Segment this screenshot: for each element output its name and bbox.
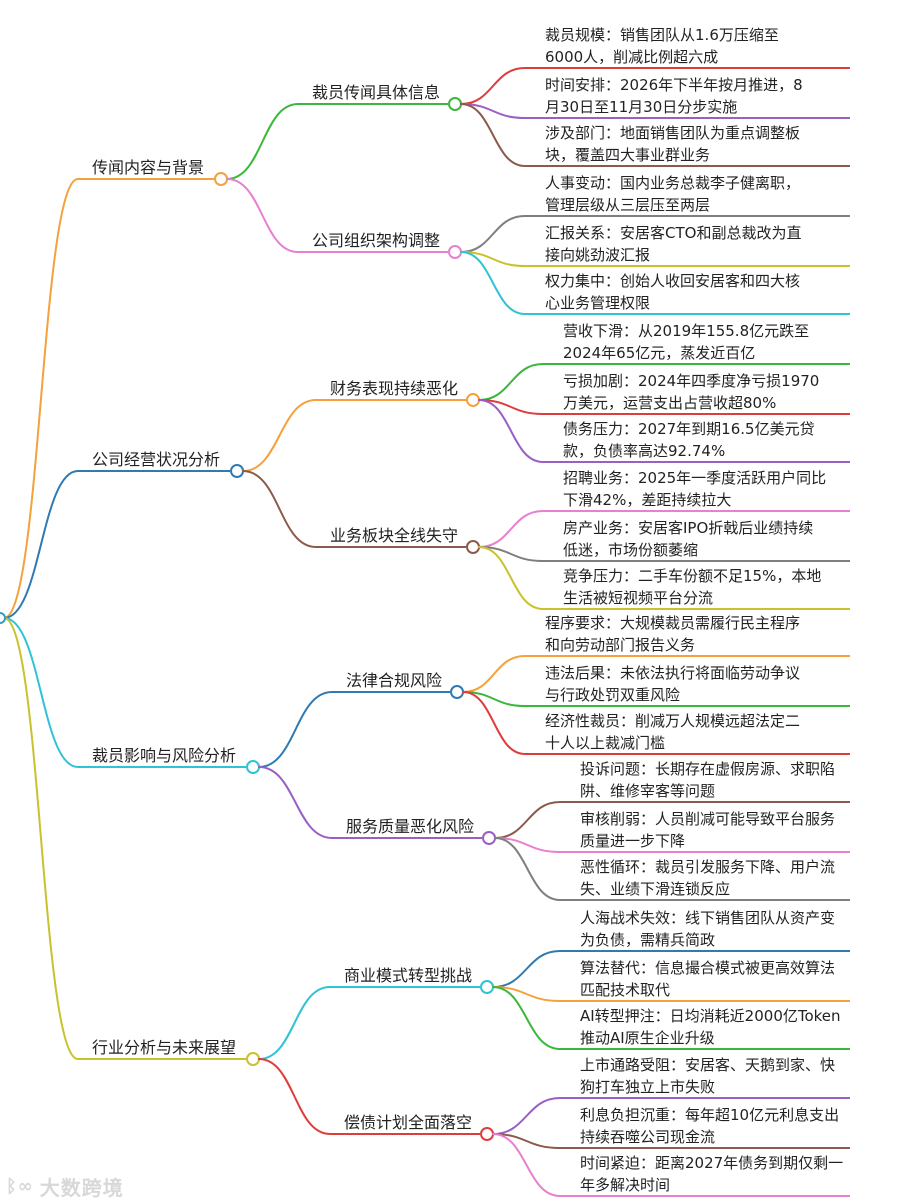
leaf-text-line2: 推动AI原生企业升级 xyxy=(580,1029,715,1047)
sub-branch-label: 业务板块全线失守 xyxy=(330,526,458,545)
sub-branch-node-toggle[interactable] xyxy=(480,980,495,994)
leaf-text-line2: 2024年65亿元，蒸发近百亿 xyxy=(563,344,755,362)
leaf-text-line1: 时间紧迫：距离2027年债务到期仅剩一 xyxy=(580,1154,843,1172)
leaf-text-line2: 失、业绩下滑连锁反应 xyxy=(580,880,730,898)
leaf-text-line1: 竞争压力：二手车份额不足15%，本地 xyxy=(563,567,821,585)
leaf-text-line1: 时间安排：2026年下半年按月推进，8 xyxy=(545,76,803,94)
leaf-text-line2: 与行政处罚双重风险 xyxy=(545,686,680,704)
leaf-text-line1: 利息负担沉重：每年超10亿元利息支出 xyxy=(580,1106,839,1124)
sub-branch-label: 财务表现持续恶化 xyxy=(330,379,458,398)
sub-branch-label: 裁员传闻具体信息 xyxy=(312,83,440,102)
root-node[interactable] xyxy=(0,612,6,624)
leaf-text-line1: 汇报关系：安居客CTO和副总裁改为直 xyxy=(545,224,801,242)
leaf-text-line1: 程序要求：大规模裁员需履行民主程序 xyxy=(545,614,800,632)
leaf-text-line1: 违法后果：未依法执行将面临劳动争议 xyxy=(545,664,800,682)
watermark-text: 大数跨境 xyxy=(39,1176,124,1200)
leaf-text-line1: 上市通路受阻：安居客、天鹅到家、快 xyxy=(580,1056,835,1074)
sub-branch-label: 偿债计划全面落空 xyxy=(344,1113,472,1132)
sub-branch-label: 服务质量恶化风险 xyxy=(346,817,474,836)
leaf-text-line1: 招聘业务：2025年一季度活跃用户同比 xyxy=(563,469,826,487)
leaf-text-line2: 和向劳动部门报告义务 xyxy=(545,636,695,654)
leaf-text-line2: 阱、维修宰客等问题 xyxy=(580,782,715,800)
sub-branch-node-toggle[interactable] xyxy=(466,540,481,554)
leaf-text-line2: 持续吞噬公司现金流 xyxy=(580,1128,715,1146)
logo-icon: ᛒ∞ xyxy=(6,1176,34,1197)
leaf-text-line2: 年多解决时间 xyxy=(580,1176,670,1194)
branch-node-toggle[interactable] xyxy=(230,464,245,478)
leaf-text-line2: 块，覆盖四大事业群业务 xyxy=(545,146,710,164)
sub-branch-node-toggle[interactable] xyxy=(450,685,465,699)
leaf-text-line2: 管理层级从三层压至两层 xyxy=(545,196,710,214)
leaf-text-line2: 匹配技术取代 xyxy=(580,981,670,999)
sub-branch-node-toggle[interactable] xyxy=(448,97,463,111)
leaf-text-line1: 亏损加剧：2024年四季度净亏损1970 xyxy=(563,372,819,390)
sub-branch-node-toggle[interactable] xyxy=(448,245,463,259)
branch-label: 行业分析与未来展望 xyxy=(92,1038,236,1057)
leaf-text-line2: 低迷，市场份额萎缩 xyxy=(563,541,698,559)
leaf-text-line1: 房产业务：安居客IPO折戟后业绩持续 xyxy=(563,519,813,537)
leaf-text-line2: 款，负债率高达92.74% xyxy=(563,442,725,460)
leaf-text-line1: 人海战术失效：线下销售团队从资产变 xyxy=(580,909,835,927)
branch-label: 裁员影响与风险分析 xyxy=(92,746,236,765)
watermark: ᛒ∞ 大数跨境 xyxy=(6,1172,124,1201)
leaf-text-line2: 6000人，削减比例超六成 xyxy=(545,48,718,66)
leaf-text-line2: 心业务管理权限 xyxy=(545,294,650,312)
leaf-text-line2: 月30日至11月30日分步实施 xyxy=(545,98,737,116)
leaf-text-line2: 十人以上裁减门槛 xyxy=(545,734,665,752)
leaf-text-line2: 万美元，运营支出占营收超80% xyxy=(563,394,776,412)
leaf-text-line2: 接向姚劲波汇报 xyxy=(545,246,650,264)
leaf-text-line1: 算法替代：信息撮合模式被更高效算法 xyxy=(580,959,835,977)
leaf-text-line1: 人事变动：国内业务总裁李子健离职， xyxy=(545,174,800,192)
branch-node-toggle[interactable] xyxy=(214,172,229,186)
leaf-text-line1: 经济性裁员：削减万人规模远超法定二 xyxy=(545,712,800,730)
leaf-text-line2: 下滑42%，差距持续拉大 xyxy=(563,491,731,509)
leaf-text-line1: 权力集中：创始人收回安居客和四大核 xyxy=(545,272,800,290)
leaf-text-line1: 债务压力：2027年到期16.5亿美元贷 xyxy=(563,420,815,438)
leaf-text-line1: 恶性循环：裁员引发服务下降、用户流 xyxy=(580,858,835,876)
sub-branch-node-toggle[interactable] xyxy=(482,831,497,845)
leaf-text-line1: 涉及部门：地面销售团队为重点调整板 xyxy=(545,124,800,142)
branch-node-toggle[interactable] xyxy=(246,760,261,774)
sub-branch-node-toggle[interactable] xyxy=(480,1127,495,1141)
branch-node-toggle[interactable] xyxy=(246,1052,261,1066)
branch-label: 传闻内容与背景 xyxy=(92,158,204,177)
leaf-text-line2: 质量进一步下降 xyxy=(580,832,685,850)
leaf-text-line2: 狗打车独立上市失败 xyxy=(580,1078,715,1096)
leaf-text-line1: 营收下滑：从2019年155.8亿元跌至 xyxy=(563,322,809,340)
leaf-text-line1: 投诉问题：长期存在虚假房源、求职陷 xyxy=(580,760,835,778)
leaf-text-line2: 为负债，需精兵简政 xyxy=(580,931,715,949)
leaf-text-line1: 审核削弱：人员削减可能导致平台服务 xyxy=(580,810,835,828)
branch-label: 公司经营状况分析 xyxy=(92,450,220,469)
sub-branch-node-toggle[interactable] xyxy=(466,393,481,407)
sub-branch-label: 商业模式转型挑战 xyxy=(344,966,472,985)
leaf-text-line1: AI转型押注：日均消耗近2000亿Token xyxy=(580,1007,841,1025)
sub-branch-label: 法律合规风险 xyxy=(346,671,442,690)
leaf-text-line2: 生活被短视频平台分流 xyxy=(563,589,713,607)
sub-branch-label: 公司组织架构调整 xyxy=(312,231,440,250)
leaf-text-line1: 裁员规模：销售团队从1.6万压缩至 xyxy=(545,26,779,44)
